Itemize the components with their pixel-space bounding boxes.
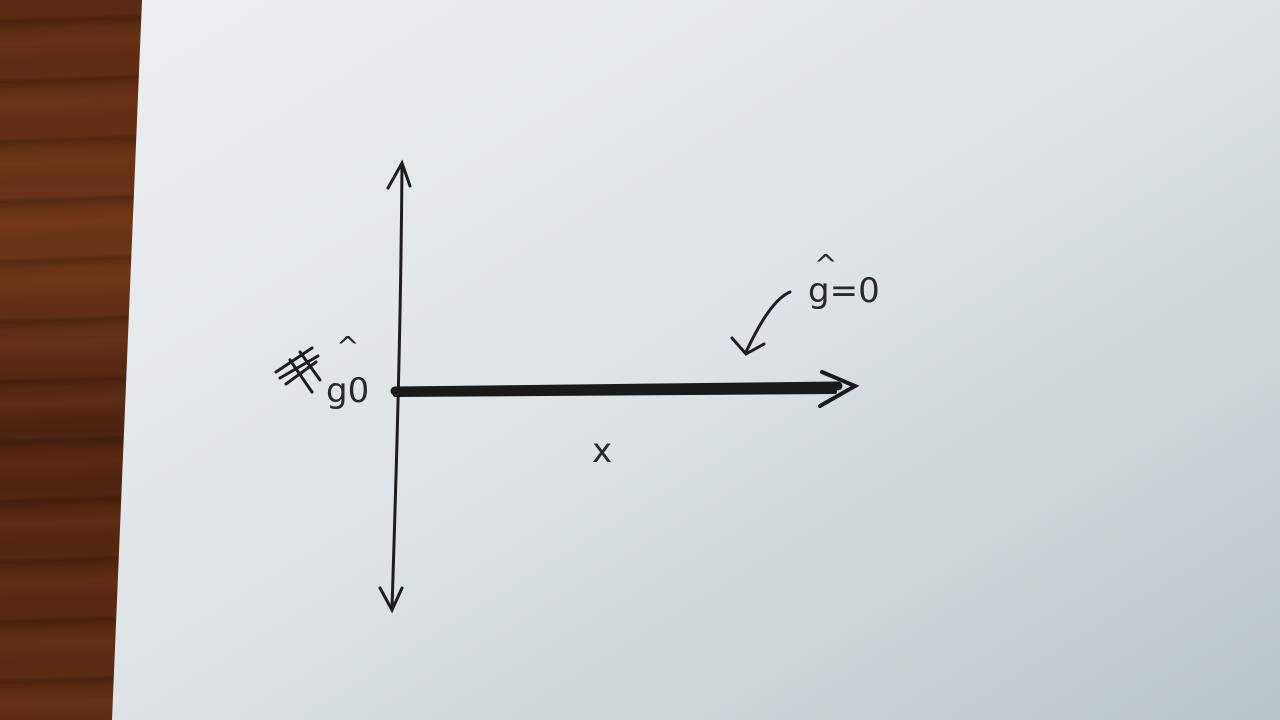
annotation-pointer-arrow xyxy=(730,290,792,356)
line-label-hat: ^ xyxy=(814,248,837,281)
horizontal-axis xyxy=(390,370,860,408)
vertical-axis-top-arrowhead xyxy=(386,159,412,190)
origin-scribble xyxy=(274,346,322,394)
origin-label-text: g0 xyxy=(326,371,369,411)
paper-surface xyxy=(112,0,1280,720)
horizontal-axis-arrowhead xyxy=(818,370,860,408)
line-annotation: ^ g=0 xyxy=(730,248,880,356)
origin-label: ^ g0 xyxy=(326,330,369,411)
origin-label-hat: ^ xyxy=(336,330,359,363)
x-axis-label: x xyxy=(592,431,612,471)
vertical-axis-bottom-arrowhead xyxy=(378,586,404,614)
line-label-text: g=0 xyxy=(808,271,880,311)
vertical-axis xyxy=(378,159,412,614)
